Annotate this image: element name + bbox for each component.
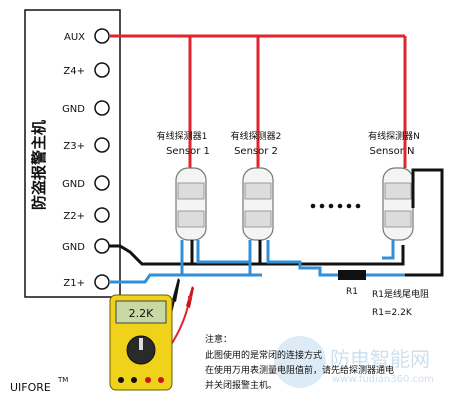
- meter-jack-icon: [158, 377, 164, 383]
- meter-probe-red: [186, 286, 194, 308]
- brand-name: UIFORE: [10, 381, 51, 394]
- brand-trademark: TM: [57, 376, 68, 384]
- terminal-screw-icon: [94, 175, 110, 191]
- terminal-label: Z2+: [63, 211, 85, 222]
- terminal-screw-icon: [94, 207, 110, 223]
- panel-title: 防盗报警主机: [30, 120, 48, 210]
- notes-line3: 并关闭报警主机。: [205, 379, 277, 391]
- sensor-label-en: Sensor N: [370, 146, 415, 157]
- multimeter: 2.2K: [109, 294, 173, 391]
- terminal-label: Z3+: [63, 141, 85, 152]
- sensor-label-cn: 有线探测器1: [157, 130, 208, 142]
- terminal-screw-icon: [94, 137, 110, 153]
- terminal-screw-icon: [94, 238, 110, 254]
- meter-jack-icon: [145, 377, 151, 383]
- end-of-line-loop-wire: [405, 168, 444, 277]
- sensor-label-cn: 有线探测器2: [231, 130, 282, 142]
- watermark-name: 防电智能网: [330, 347, 430, 371]
- terminal-label: AUX: [64, 32, 85, 43]
- sensor-label-cn: 有线探测器N: [368, 130, 420, 142]
- more-sensors-ellipsis: [310, 203, 361, 209]
- resistor-note-line1: R1是线尾电阻: [372, 288, 429, 300]
- ground-wire: [109, 240, 405, 266]
- terminal-block: AUX Z4+ GND Z3+ GND Z2+ GND Z1+: [62, 28, 110, 290]
- terminal-screw-icon: [94, 100, 110, 116]
- resistor-r1: [338, 270, 366, 280]
- meter-jack-icon: [131, 377, 137, 383]
- notes-line2: 在使用万用表测量电阻值前，请先给探测器通电: [205, 364, 394, 376]
- terminal-label: Z1+: [63, 278, 85, 289]
- resistor-label: R1: [346, 287, 358, 297]
- sensor-label-en: Sensor 2: [234, 146, 278, 157]
- sensor-1-icon: [175, 167, 207, 241]
- watermark-url: www.fudian360.com: [332, 374, 434, 385]
- notes-heading: 注意：: [205, 333, 232, 345]
- terminal-label: GND: [62, 242, 85, 253]
- meter-probe-black: [172, 278, 180, 302]
- meter-jack-icon: [118, 377, 124, 383]
- watermark-logo-icon: [274, 336, 326, 388]
- terminal-screw-icon: [94, 62, 110, 78]
- sensor-label-en: Sensor 1: [166, 146, 210, 157]
- sensor-2-icon: [242, 167, 274, 241]
- meter-reading: 2.2K: [129, 307, 154, 320]
- power-wire: [109, 34, 407, 168]
- zone-wire: [109, 240, 405, 284]
- watermark: 防电智能网 www.fudian360.com: [274, 336, 434, 388]
- terminal-label: GND: [62, 104, 85, 115]
- terminal-screw-icon: [94, 274, 110, 290]
- terminal-screw-icon: [94, 28, 110, 44]
- terminal-label: Z4+: [63, 66, 85, 77]
- meter-display: [115, 300, 167, 324]
- sensor-n-icon: [382, 167, 414, 241]
- resistor-note-line2: R1=2.2K: [372, 308, 413, 318]
- notes-line1: 此图使用的是常闭的连接方式: [205, 349, 322, 361]
- terminal-label: GND: [62, 179, 85, 190]
